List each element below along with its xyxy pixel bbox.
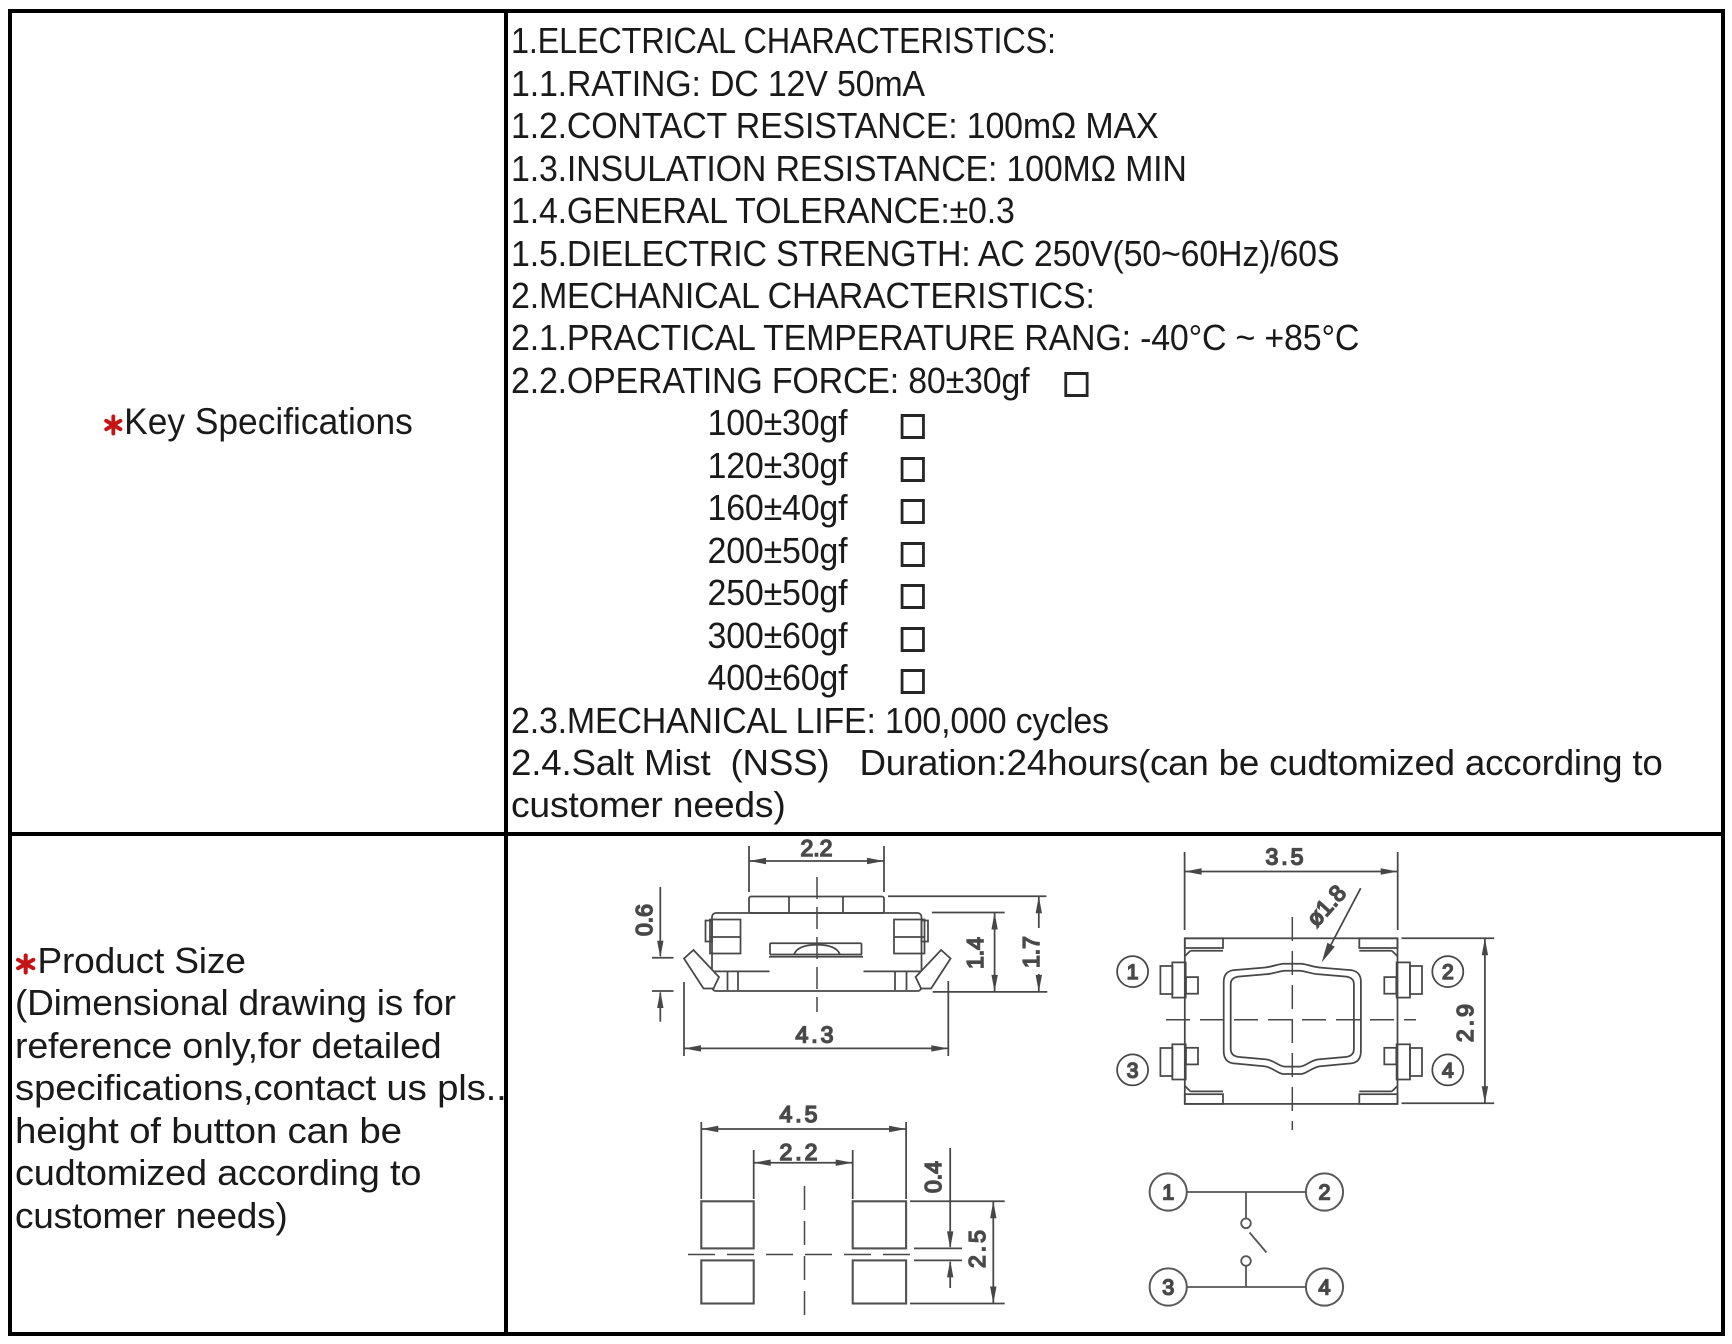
svg-text:3.5: 3.5 [1266, 844, 1307, 870]
svg-text:3: 3 [1162, 1276, 1174, 1300]
svg-text:2: 2 [1319, 1181, 1331, 1205]
svg-text:2.2: 2.2 [801, 835, 833, 861]
svg-text:4.3: 4.3 [796, 1022, 837, 1048]
svg-text:2: 2 [1442, 961, 1454, 984]
svg-text:1: 1 [1162, 1181, 1174, 1205]
svg-text:1: 1 [1127, 961, 1139, 984]
svg-text:2.9: 2.9 [1452, 1001, 1478, 1042]
svg-text:0.4: 0.4 [920, 1161, 946, 1193]
svg-text:3: 3 [1127, 1059, 1139, 1082]
svg-text:2.5: 2.5 [964, 1227, 990, 1268]
svg-text:4.5: 4.5 [780, 1101, 821, 1127]
svg-text:0.6: 0.6 [631, 904, 657, 936]
svg-text:4: 4 [1319, 1276, 1331, 1300]
svg-text:4: 4 [1442, 1059, 1454, 1082]
svg-text:2.2: 2.2 [780, 1139, 821, 1165]
svg-text:1.7: 1.7 [1018, 936, 1044, 968]
svg-text:1.4: 1.4 [962, 937, 988, 969]
svg-text:ø1.8: ø1.8 [1301, 880, 1351, 932]
